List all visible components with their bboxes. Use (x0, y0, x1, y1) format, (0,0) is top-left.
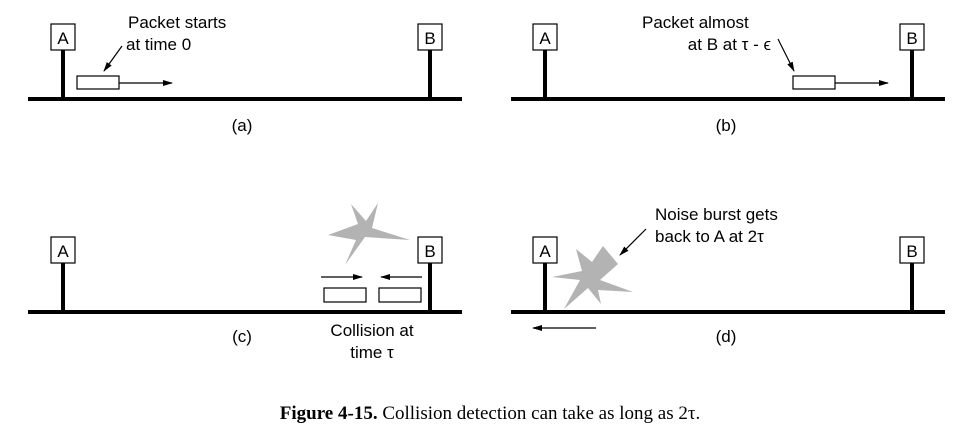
packet-box-from-b (378, 287, 422, 303)
station-a-box (532, 23, 558, 51)
station-a-box (50, 236, 76, 264)
station-a-label: A (539, 29, 551, 48)
caption-text: Figure 4-15. Collision detection can tak… (280, 403, 700, 424)
station-b-box (417, 236, 443, 264)
panel-label: (c) (232, 327, 252, 346)
panel-label: (a) (232, 116, 253, 135)
figure-number: Figure 4-15. (280, 403, 378, 424)
annotation-line-1: Collision at (330, 321, 413, 340)
panel-b: A B Packet almost at B at τ - ϵ (b) (511, 13, 945, 135)
station-b-label: B (424, 242, 435, 261)
figure-caption: Figure 4-15. Collision detection can tak… (280, 403, 700, 424)
annotation-line-2: at B at τ - ϵ (688, 35, 771, 54)
panel-c: A B Collision at time τ (c) (28, 203, 462, 362)
annotation-pointer-arrow (777, 38, 795, 72)
annotation-line-1: Packet almost (642, 13, 749, 32)
panel-label: (b) (716, 116, 737, 135)
station-b-label: B (906, 242, 917, 261)
panel-d: A B Noise burst gets back to A at 2τ (d) (511, 205, 945, 346)
station-a-label: A (539, 242, 551, 261)
annotation-line-2: time τ (350, 343, 394, 362)
panel-a: A B Packet starts at time 0 (a) (28, 13, 462, 135)
station-a-box (532, 236, 558, 264)
annotation-pointer-arrow (103, 45, 123, 72)
panel-label: (d) (716, 327, 737, 346)
annotation-pointer-arrow (619, 228, 647, 256)
packet-box (76, 75, 120, 90)
station-a-box (50, 23, 76, 51)
station-b-label: B (424, 29, 435, 48)
packet-box-from-a (323, 287, 367, 303)
station-b-box (417, 23, 443, 51)
annotation-line-2: back to A at 2τ (655, 227, 764, 246)
noise-burst-icon (328, 203, 410, 265)
station-a-label: A (57, 29, 69, 48)
station-b-label: B (906, 29, 917, 48)
station-b-box (899, 236, 925, 264)
noise-burst-icon (552, 246, 633, 309)
annotation-line-1: Packet starts (128, 13, 226, 32)
annotation-line-2: at time 0 (126, 35, 191, 54)
caption-description: Collision detection can take as long as … (382, 403, 700, 424)
station-a-label: A (57, 242, 69, 261)
packet-box (792, 75, 836, 90)
annotation-line-1: Noise burst gets (655, 205, 778, 224)
station-b-box (899, 23, 925, 51)
